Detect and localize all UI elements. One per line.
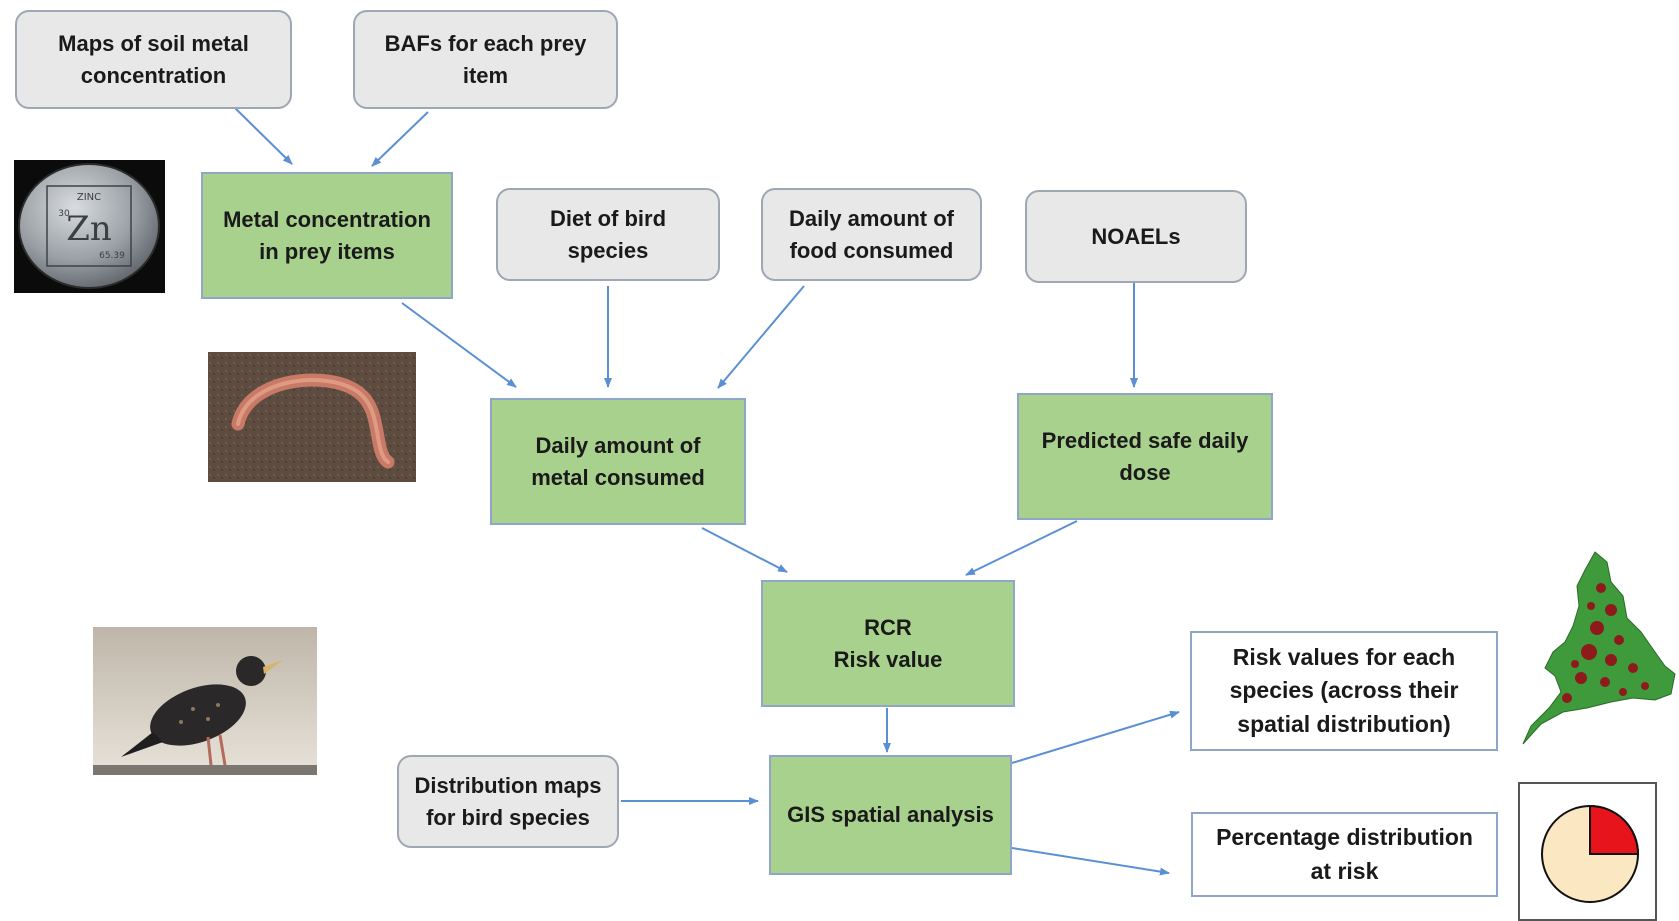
england-map-drawing	[1522, 551, 1676, 745]
arrow-prey-to-daily-metal	[401, 302, 517, 388]
distribution-maps-label: Distribution maps for bird species	[414, 772, 602, 830]
daily-metal-consumed-label: Daily amount of metal consumed	[531, 432, 705, 490]
zinc-coin-drawing: Zn ZINC 30 65.39	[18, 163, 160, 289]
noaels-label: NOAELs	[1091, 223, 1181, 249]
daily-food-label: Daily amount of food consumed	[788, 205, 954, 263]
zinc-mass: 65.39	[99, 251, 125, 261]
earthworm-drawing	[208, 352, 416, 482]
arrow-food-to-daily-metal	[717, 285, 805, 389]
safe-daily-dose-label: Predicted safe daily dose	[1041, 427, 1249, 485]
daily-metal-consumed-box: Daily amount of metal consumed	[490, 398, 746, 525]
rcr-label: RCR Risk value	[833, 614, 943, 672]
diet-box: Diet of bird species	[496, 188, 720, 281]
risk-values-box: Risk values for each species (across the…	[1190, 631, 1498, 751]
arrow-safe-to-rcr	[965, 520, 1078, 576]
percentage-at-risk-label: Percentage distribution at risk	[1216, 824, 1473, 884]
distribution-maps-box: Distribution maps for bird species	[397, 755, 619, 848]
arrow-gis-to-risk	[1011, 710, 1180, 764]
arrow-soil-to-prey	[234, 107, 293, 165]
zinc-symbol: Zn	[66, 209, 112, 249]
daily-food-box: Daily amount of food consumed	[761, 188, 982, 281]
percentage-at-risk-box: Percentage distribution at risk	[1191, 812, 1498, 897]
zinc-number: 30	[58, 209, 70, 219]
bafs-label: BAFs for each prey item	[384, 30, 587, 88]
arrow-baf-to-prey	[371, 111, 429, 167]
gis-analysis-label: GIS spatial analysis	[787, 802, 994, 828]
rcr-box: RCR Risk value	[761, 580, 1015, 707]
earthworm-image	[208, 352, 416, 482]
risk-pie-image	[1518, 782, 1657, 921]
zinc-coin-image: Zn ZINC 30 65.39	[14, 160, 165, 293]
starling-bird-image	[93, 627, 317, 775]
metal-in-prey-box: Metal concentration in prey items	[201, 172, 453, 299]
noaels-box: NOAELs	[1025, 190, 1247, 283]
england-risk-map-image	[1515, 548, 1679, 748]
gis-analysis-box: GIS spatial analysis	[769, 755, 1012, 875]
soil-metal-maps-label: Maps of soil metal concentration	[58, 30, 249, 88]
diet-label: Diet of bird species	[549, 205, 667, 263]
arrow-daily-metal-to-rcr	[701, 527, 788, 573]
zinc-name: ZINC	[77, 192, 101, 203]
bafs-box: BAFs for each prey item	[353, 10, 618, 109]
metal-in-prey-label: Metal concentration in prey items	[223, 206, 431, 264]
risk-pie-drawing	[1541, 804, 1640, 903]
safe-daily-dose-box: Predicted safe daily dose	[1017, 393, 1273, 520]
starling-drawing	[93, 627, 317, 775]
arrow-gis-to-percentage	[1011, 847, 1170, 876]
pie-slice-at-risk	[1589, 804, 1640, 855]
soil-metal-maps-box: Maps of soil metal concentration	[15, 10, 292, 109]
risk-values-label: Risk values for each species (across the…	[1229, 643, 1459, 737]
